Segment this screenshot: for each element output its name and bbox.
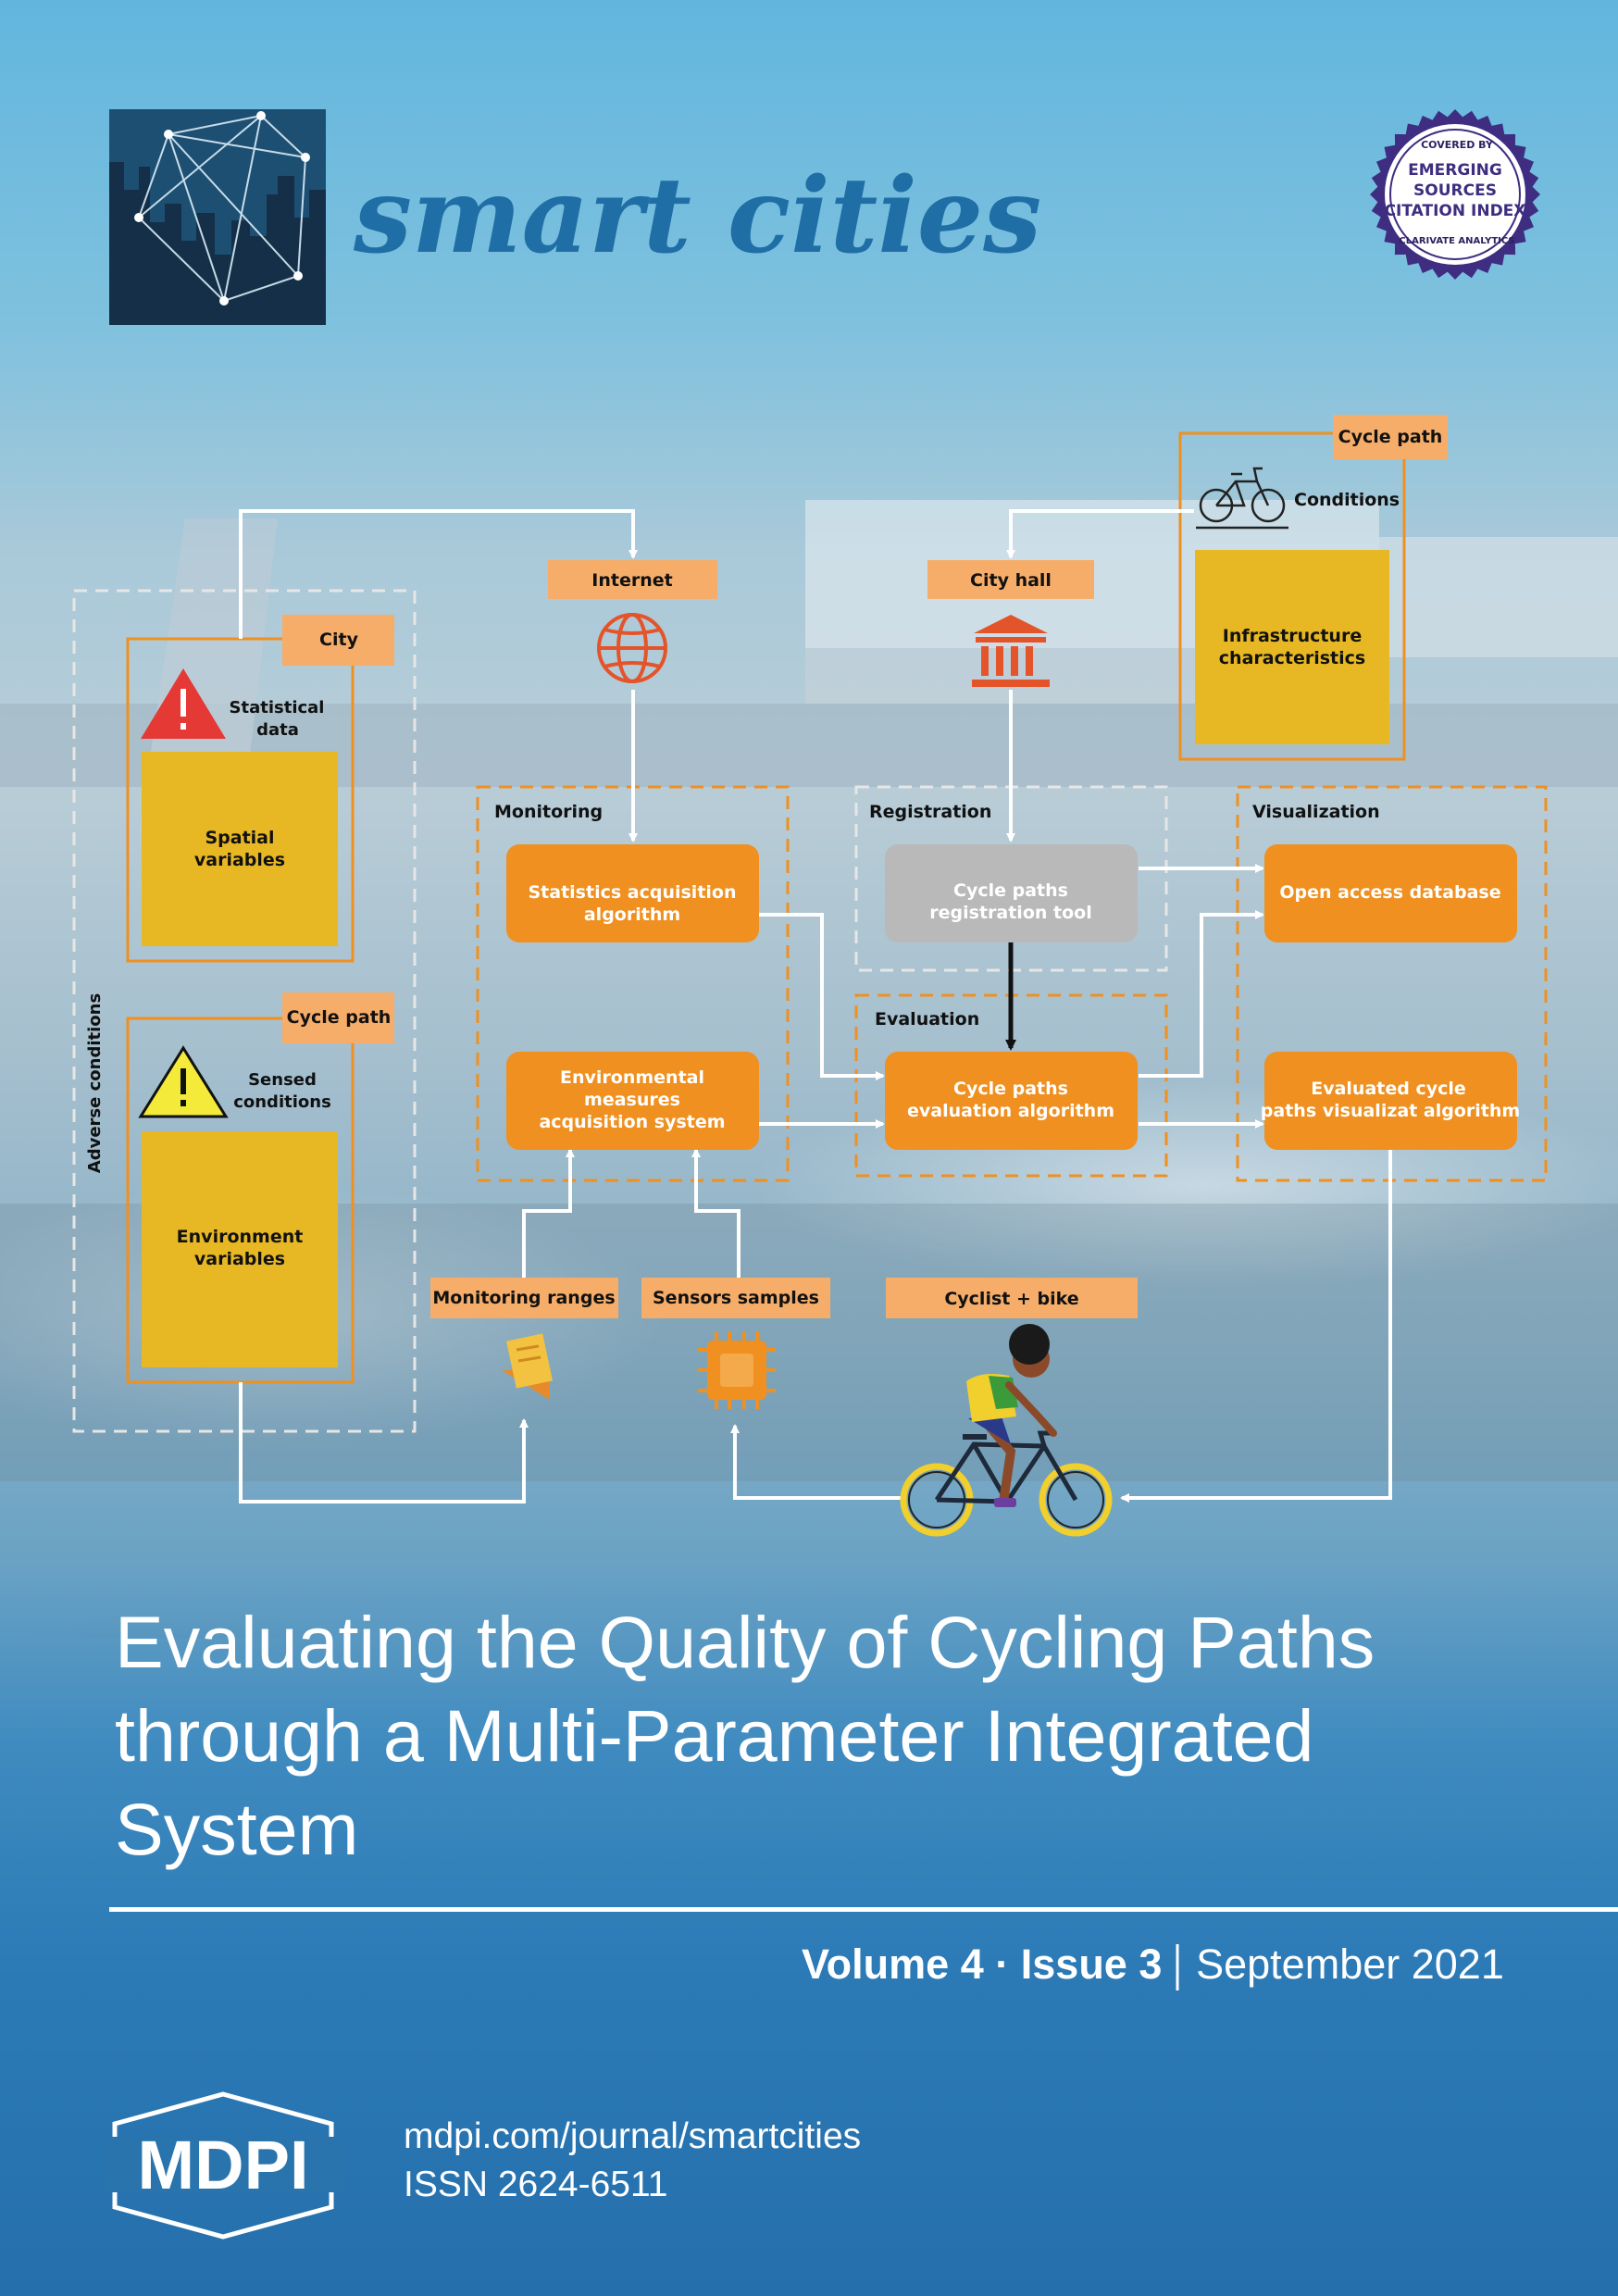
- evaluation-algorithm-label-2: evaluation algorithm: [907, 1101, 1114, 1121]
- arrow-stats-to-evaluation: [759, 913, 885, 1080]
- cyclist-illustration: [900, 1324, 1113, 1537]
- statistics-acquisition-label-1: Statistics acquisition: [529, 882, 737, 903]
- cyclist-bike-tag-label: Cyclist + bike: [944, 1289, 1078, 1309]
- issue-date: September 2021: [1196, 1940, 1504, 1988]
- sensors-samples-tag: [641, 1278, 830, 1318]
- internet-tag-label: Internet: [591, 570, 672, 591]
- monitoring-section-label: Monitoring: [494, 802, 603, 822]
- sensors-samples-tag-label: Sensors samples: [653, 1288, 819, 1308]
- journal-logo: [109, 109, 326, 325]
- infrastructure-label-2: characteristics: [1219, 648, 1365, 668]
- city-tag-label: City: [319, 630, 359, 650]
- chip-icon: [698, 1331, 776, 1409]
- cycle-path-left-tag: [282, 992, 394, 1043]
- environmental-measures-label-1: Environmental: [560, 1067, 704, 1088]
- statistical-data-label-2: data: [256, 720, 299, 740]
- volume-number: Volume 4: [802, 1940, 984, 1988]
- arrow-visual-to-cyclist: [1120, 1148, 1392, 1503]
- arrow-conditions-to-cityhall: [1006, 509, 1194, 559]
- visualization-algorithm-box: [1264, 1052, 1517, 1150]
- open-access-database-box: [1264, 844, 1517, 942]
- warning-yellow-icon: [138, 1045, 229, 1118]
- infrastructure-label-1: Infrastructure: [1223, 626, 1362, 646]
- internet-tag: [548, 560, 717, 599]
- badge-emerging: EMERGING: [1408, 161, 1502, 180]
- statistics-acquisition-box: [506, 844, 759, 942]
- conditions-label: Conditions: [1294, 490, 1400, 510]
- mdpi-logo-text: MDPI: [138, 2127, 309, 2203]
- evaluation-section-label: Evaluation: [875, 1009, 979, 1029]
- sensed-conditions-label-1: Sensed: [248, 1070, 317, 1090]
- visualization-algorithm-label-1: Evaluated cycle: [1311, 1079, 1466, 1099]
- visualization-section-label: Visualization: [1252, 802, 1380, 822]
- environment-variables-box: [142, 1131, 338, 1367]
- ruler-icon: [502, 1333, 553, 1400]
- registration-section-label: Registration: [869, 802, 991, 822]
- badge-sources: SOURCES: [1413, 181, 1497, 200]
- warning-red-icon: [141, 668, 226, 739]
- adverse-conditions-frame: [72, 589, 417, 1433]
- environmental-measures-label-3: acquisition system: [539, 1112, 725, 1132]
- spatial-variables-label-2: variables: [194, 850, 285, 870]
- environmental-measures-label-2: measures: [584, 1090, 680, 1110]
- issue-number: Issue 3: [1020, 1940, 1163, 1988]
- arrow-cyclist-to-sensors: [730, 1424, 903, 1500]
- evaluation-algorithm-label-1: Cycle paths: [953, 1079, 1068, 1099]
- title-divider: [109, 1907, 1618, 1912]
- environmental-measures-box: [506, 1052, 759, 1150]
- adverse-conditions-label: Adverse conditions: [85, 993, 105, 1173]
- issue-divider: |: [1174, 1940, 1185, 1988]
- registration-tool-box: [885, 844, 1138, 942]
- badge-covered-by: COVERED BY: [1421, 139, 1494, 151]
- evaluation-algorithm-box: [885, 1052, 1138, 1150]
- journal-url[interactable]: mdpi.com/journal/smartcities: [404, 2116, 862, 2156]
- statistical-data-label-1: Statistical: [230, 698, 325, 718]
- visualization-algorithm-label-2: paths visualizat algorithm: [1261, 1101, 1520, 1121]
- arrow-city-to-internet: [239, 509, 638, 639]
- registration-tool-label-2: registration tool: [929, 903, 1091, 923]
- badge-clarivate: CLARIVATE ANALYTICS: [1399, 236, 1514, 246]
- city-tag: [282, 615, 394, 666]
- cycle-path-top-tag: [1333, 415, 1448, 459]
- environment-variables-label-2: variables: [194, 1249, 285, 1269]
- sensed-conditions-label-2: conditions: [233, 1092, 331, 1112]
- open-access-database-label: Open access database: [1279, 882, 1500, 903]
- city-hall-tag-label: City hall: [970, 570, 1052, 591]
- issue-dot: ·: [995, 1940, 1010, 1988]
- journal-issn: ISSN 2624-6511: [404, 2165, 668, 2204]
- esci-badge: COVERED BY EMERGING SOURCES CITATION IND…: [1370, 109, 1540, 280]
- cycle-path-left-tag-label: Cycle path: [287, 1007, 392, 1028]
- arrow-evaluation-to-open: [1139, 910, 1264, 1078]
- registration-tool-label-1: Cycle paths: [953, 880, 1068, 901]
- monitoring-ranges-tag: [430, 1278, 618, 1318]
- article-title-line-3: System: [115, 1788, 359, 1870]
- cycle-path-top-frame: [1178, 431, 1406, 761]
- statistics-acquisition-label-2: algorithm: [584, 905, 680, 925]
- cyclist-bike-tag: [886, 1278, 1138, 1318]
- spatial-variables-box: [142, 752, 338, 946]
- city-hall-icon: [972, 615, 1050, 687]
- monitoring-ranges-tag-label: Monitoring ranges: [432, 1288, 615, 1308]
- article-title: Evaluating the Quality of Cycling Paths …: [115, 1595, 1605, 1876]
- arrow-sensors-to-env: [691, 1148, 741, 1287]
- article-title-line-2: through a Multi-Parameter Integrated: [115, 1694, 1314, 1777]
- article-title-line-1: Evaluating the Quality of Cycling Paths: [115, 1601, 1375, 1683]
- globe-icon: [597, 613, 667, 683]
- badge-citation-index: CITATION INDEX: [1385, 202, 1526, 220]
- arrow-adverse-to-monitoring: [239, 1382, 529, 1504]
- infrastructure-box: [1195, 550, 1389, 744]
- mdpi-logo: MDPI: [104, 2091, 344, 2240]
- journal-title: smart cities: [353, 156, 1041, 277]
- spatial-variables-label-1: Spatial: [205, 828, 274, 848]
- bicycle-icon: [1196, 467, 1288, 530]
- issue-line: Volume 4 · Issue 3 | September 2021: [802, 1940, 1504, 1989]
- arrow-ranges-to-env: [522, 1148, 575, 1287]
- cycle-path-top-tag-label: Cycle path: [1338, 427, 1443, 447]
- city-hall-tag: [927, 560, 1094, 599]
- environment-variables-label-1: Environment: [177, 1227, 304, 1247]
